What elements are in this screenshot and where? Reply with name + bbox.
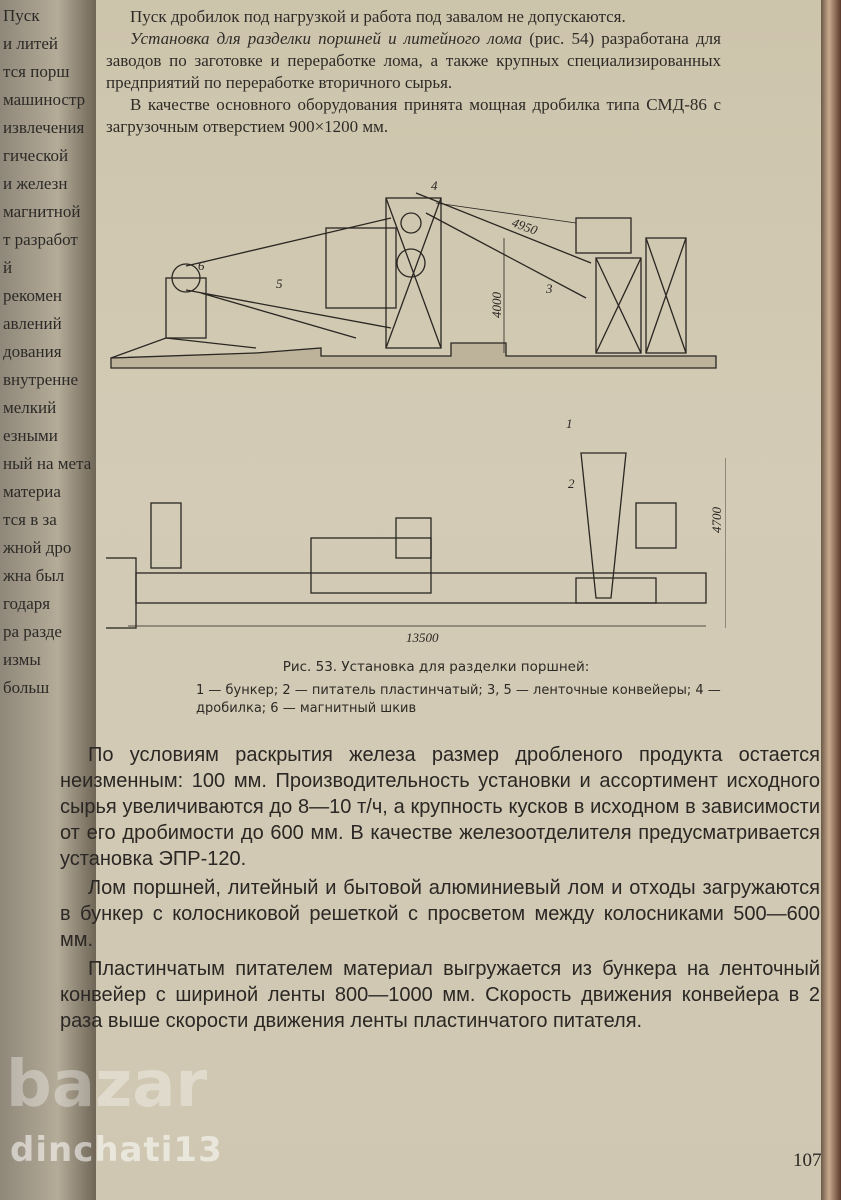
paragraph: Пуск дробилок под нагрузкой и работа под… bbox=[130, 7, 626, 26]
fragment: ра разде bbox=[3, 622, 62, 641]
fragment: т разработ bbox=[3, 230, 78, 249]
caption-legend: 1 — бункер; 2 — питатель пластинчатый; 3… bbox=[196, 683, 721, 716]
fragment: внутренне bbox=[3, 370, 79, 389]
plan-view bbox=[106, 452, 726, 629]
fragment: и литей bbox=[3, 34, 59, 53]
book-edge bbox=[821, 0, 841, 1200]
label-6: 6 bbox=[198, 258, 205, 273]
paragraph: Пластинчатым питателем материал выгружае… bbox=[60, 958, 820, 1032]
fragment: жной дро bbox=[3, 538, 72, 557]
label-2: 2 bbox=[568, 476, 575, 491]
figure-labels: 1 2 3 4 5 6 4950 4000 4700 13500 bbox=[198, 178, 724, 645]
fragment: езными bbox=[3, 426, 58, 445]
fragment: гической bbox=[3, 146, 69, 165]
watermark-logo: bazar bbox=[6, 1048, 207, 1122]
paragraph: Лом поршней, литейный и бытовой алюминие… bbox=[60, 877, 820, 951]
previous-page-edge: Пуск и литей тся порш машиностр извлечения ги… bbox=[0, 0, 96, 1200]
label-5: 5 bbox=[276, 276, 283, 291]
fragment: извлечения bbox=[3, 118, 85, 137]
dim-4000: 4000 bbox=[489, 292, 504, 319]
paragraph-text: (рис. 54) разработана для заводов по заг… bbox=[106, 29, 721, 92]
top-text: Пуск дробилок под нагрузкой и работа под… bbox=[106, 6, 721, 138]
watermark-user: dinchati13 bbox=[10, 1130, 223, 1170]
fragment: мелкий bbox=[3, 398, 57, 417]
figure-drawing: 1 2 3 4 5 6 4950 4000 4700 13500 bbox=[106, 178, 726, 645]
fragment: й bbox=[3, 258, 13, 277]
fragment: ный на мета bbox=[3, 454, 92, 473]
label-3: 3 bbox=[545, 281, 553, 296]
fragment: тся в за bbox=[3, 510, 57, 529]
fragment: годаря bbox=[3, 594, 51, 613]
paragraph: В качестве основного оборудования принят… bbox=[106, 95, 721, 136]
fragment: материа bbox=[3, 482, 61, 501]
fragment: дования bbox=[3, 342, 62, 361]
fragment: авлений bbox=[3, 314, 62, 333]
label-1: 1 bbox=[566, 416, 573, 431]
dim-13500: 13500 bbox=[406, 630, 439, 645]
fragment: машиностр bbox=[3, 90, 86, 109]
paragraph: Установка для разделки поршней и литейно… bbox=[106, 28, 721, 94]
fragment: больш bbox=[3, 678, 50, 697]
italic-heading: Установка для разделки поршней и литейно… bbox=[130, 29, 523, 48]
body-text: По условиям раскрытия железа размер дроб… bbox=[60, 742, 820, 1037]
fragment: тся порш bbox=[3, 62, 70, 81]
fragment: магнитной bbox=[3, 202, 81, 221]
fragment: измы bbox=[3, 650, 41, 669]
dim-4700: 4700 bbox=[709, 507, 724, 534]
figure-caption: Рис. 53. Установка для разделки поршней:… bbox=[196, 658, 756, 718]
caption-title: Рис. 53. Установка для разделки поршней: bbox=[282, 659, 590, 675]
page-number: 107 bbox=[793, 1150, 822, 1171]
fragment: Пуск bbox=[3, 6, 40, 25]
dim-4950: 4950 bbox=[510, 215, 540, 238]
fragment: жна был bbox=[3, 566, 65, 585]
label-4: 4 bbox=[431, 178, 438, 193]
fragment: рекомен bbox=[3, 286, 63, 305]
fragment: и железн bbox=[3, 174, 68, 193]
paragraph: По условиям раскрытия железа размер дроб… bbox=[60, 744, 820, 870]
book-page: Пуск дробилок под нагрузкой и работа под… bbox=[60, 0, 822, 1200]
side-view bbox=[110, 192, 717, 369]
